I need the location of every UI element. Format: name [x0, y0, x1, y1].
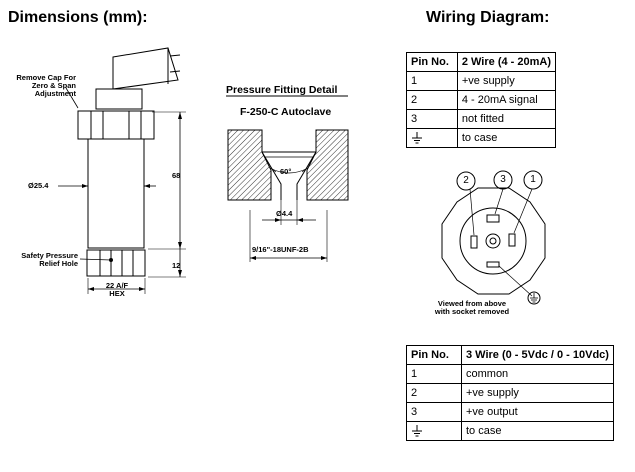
pin-cell: 2 — [406, 383, 462, 403]
length-12-label: 12 — [172, 261, 181, 270]
function-cell: to case — [461, 421, 614, 441]
caption-line-1: Viewed from above — [437, 299, 507, 308]
safety-note-line-1: Safety Pressure — [21, 251, 78, 260]
function-cell: +ve supply — [461, 383, 614, 403]
function-cell: to case — [456, 128, 557, 148]
function-cell: not fitted — [456, 109, 557, 129]
table-row: 3 not fitted — [406, 109, 557, 129]
remove-cap-line-3: Adjustment — [34, 89, 76, 98]
ground-icon — [412, 132, 422, 144]
function-cell: +ve output — [461, 402, 614, 422]
pin-cell — [406, 128, 458, 148]
fitting-detail-title: Pressure Fitting Detail — [226, 84, 338, 96]
diameter-label: Ø25.4 — [28, 181, 49, 190]
function-header: 2 Wire (4 - 20mA) — [456, 52, 557, 72]
hex-label: 22 A/F HEX — [92, 282, 142, 298]
remove-cap-line-2: Zero & Span — [31, 81, 76, 90]
cone-angle-label: 60° — [280, 167, 292, 176]
pressure-fitting-drawing — [226, 95, 349, 262]
function-header: 3 Wire (0 - 5Vdc / 0 - 10Vdc) — [461, 345, 614, 365]
connector-caption: Viewed from above with socket removed — [422, 300, 522, 316]
function-cell: common — [461, 364, 614, 384]
connector-outline — [441, 187, 546, 295]
pin-cell: 1 — [406, 71, 458, 91]
dimensions-heading: Dimensions (mm): — [8, 9, 148, 26]
pin-cell: 3 — [406, 109, 458, 129]
two-wire-pin-table: Pin No. 2 Wire (4 - 20mA) 1 +ve supply 2… — [406, 52, 557, 148]
pin-no-header: Pin No. — [406, 52, 458, 72]
connector-view-drawing — [441, 170, 546, 305]
function-cell: +ve supply — [456, 71, 557, 91]
pin-cell — [406, 421, 462, 441]
table-row: 2 +ve supply — [406, 383, 614, 403]
hex-label-line-1: 22 A/F — [105, 281, 129, 290]
three-wire-pin-table: Pin No. 3 Wire (0 - 5Vdc / 0 - 10Vdc) 1 … — [406, 345, 614, 441]
hex-label-line-2: HEX — [109, 289, 125, 298]
remove-cap-line-1: Remove Cap For — [16, 73, 76, 82]
table-row: 2 4 - 20mA signal — [406, 90, 557, 110]
ground-icon — [412, 425, 422, 437]
table-header-row: Pin No. 3 Wire (0 - 5Vdc / 0 - 10Vdc) — [406, 345, 614, 365]
pin-cell: 2 — [406, 90, 458, 110]
function-cell: 4 - 20mA signal — [456, 90, 557, 110]
bore-diameter-label: Ø4.4 — [276, 209, 293, 218]
pin-no-header: Pin No. — [406, 345, 462, 365]
pin-cell: 1 — [406, 364, 462, 384]
transducer-drawing — [58, 47, 186, 294]
fitting-detail-subtitle: F-250-C Autoclave — [240, 106, 332, 118]
remove-cap-note: Remove Cap For Zero & Span Adjustment — [12, 74, 76, 98]
table-row: 1 +ve supply — [406, 71, 557, 91]
pin-1-number: 1 — [530, 174, 536, 185]
pin-2-number: 2 — [463, 175, 469, 186]
pin-3-number: 3 — [500, 174, 506, 185]
transducer-neck — [95, 88, 143, 110]
thread-size-label: 9/16"-18UNF-2B — [252, 245, 309, 254]
caption-line-2: with socket removed — [434, 307, 510, 316]
transducer-body — [87, 138, 145, 249]
table-row: 1 common — [406, 364, 614, 384]
table-row: to case — [406, 421, 614, 441]
table-header-row: Pin No. 2 Wire (4 - 20mA) — [406, 52, 557, 72]
safety-note-line-2: Relief Hole — [39, 259, 78, 268]
table-row: 3 +ve output — [406, 402, 614, 422]
table-row: to case — [406, 128, 557, 148]
lower-hex — [86, 249, 146, 277]
safety-relief-note: Safety Pressure Relief Hole — [14, 252, 78, 268]
pin-cell: 3 — [406, 402, 462, 422]
upper-hex — [77, 110, 155, 140]
wiring-diagram-heading: Wiring Diagram: — [426, 9, 550, 26]
length-68-label: 68 — [172, 171, 181, 180]
